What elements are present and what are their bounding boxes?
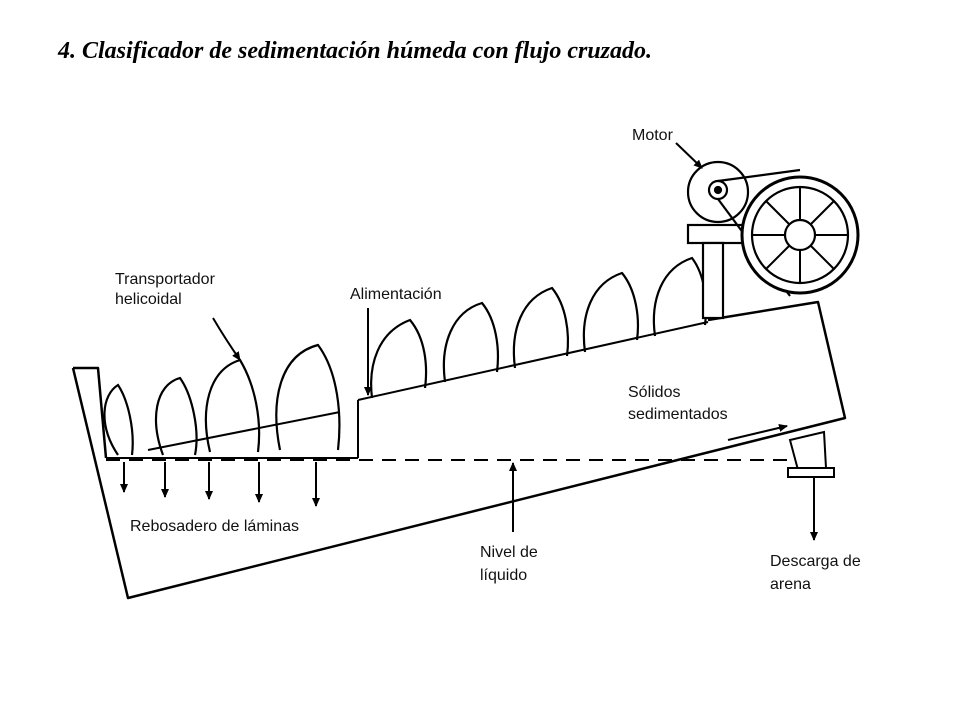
screw-flight (275, 343, 341, 451)
screw-flight (442, 301, 500, 383)
tank-outline (71, 300, 847, 600)
descarga-label: Descarga de (770, 553, 861, 570)
trough-casing (106, 321, 709, 459)
nivel-label: Nivel de (480, 544, 538, 561)
screw-flight (204, 358, 261, 453)
screw-flight (103, 383, 134, 456)
alimentacion-label: Alimentación (350, 286, 442, 303)
transportador-label-line2: helicoidal (115, 291, 182, 308)
discharge-pipe (787, 430, 835, 478)
rebosadero-label: Rebosadero de láminas (130, 518, 299, 535)
drive-belt (717, 168, 801, 183)
solidos-label-line2: sedimentados (628, 406, 728, 423)
motor-pointer (675, 142, 703, 169)
descarga-label-line2: arena (770, 576, 811, 593)
solidos-pointer (727, 423, 788, 441)
screw-flight (370, 318, 428, 399)
drive-wheel-spokes (752, 187, 848, 283)
transportador-label: Transportador (115, 271, 216, 288)
screw-flight (512, 286, 570, 369)
screw-flight (582, 271, 640, 353)
page-title: 4. Clasificador de sedimentación húmeda … (58, 38, 653, 64)
overflow-arrows (120, 462, 320, 507)
screw-flight (155, 376, 198, 456)
motor-assembly (686, 160, 860, 320)
screw-flights (103, 256, 708, 456)
motor-label: Motor (632, 127, 674, 144)
solidos-label: Sólidos (628, 384, 680, 401)
motor-post (701, 241, 725, 320)
transportador-pointer (212, 317, 241, 361)
nivel-label-line2: líquido (480, 567, 527, 584)
